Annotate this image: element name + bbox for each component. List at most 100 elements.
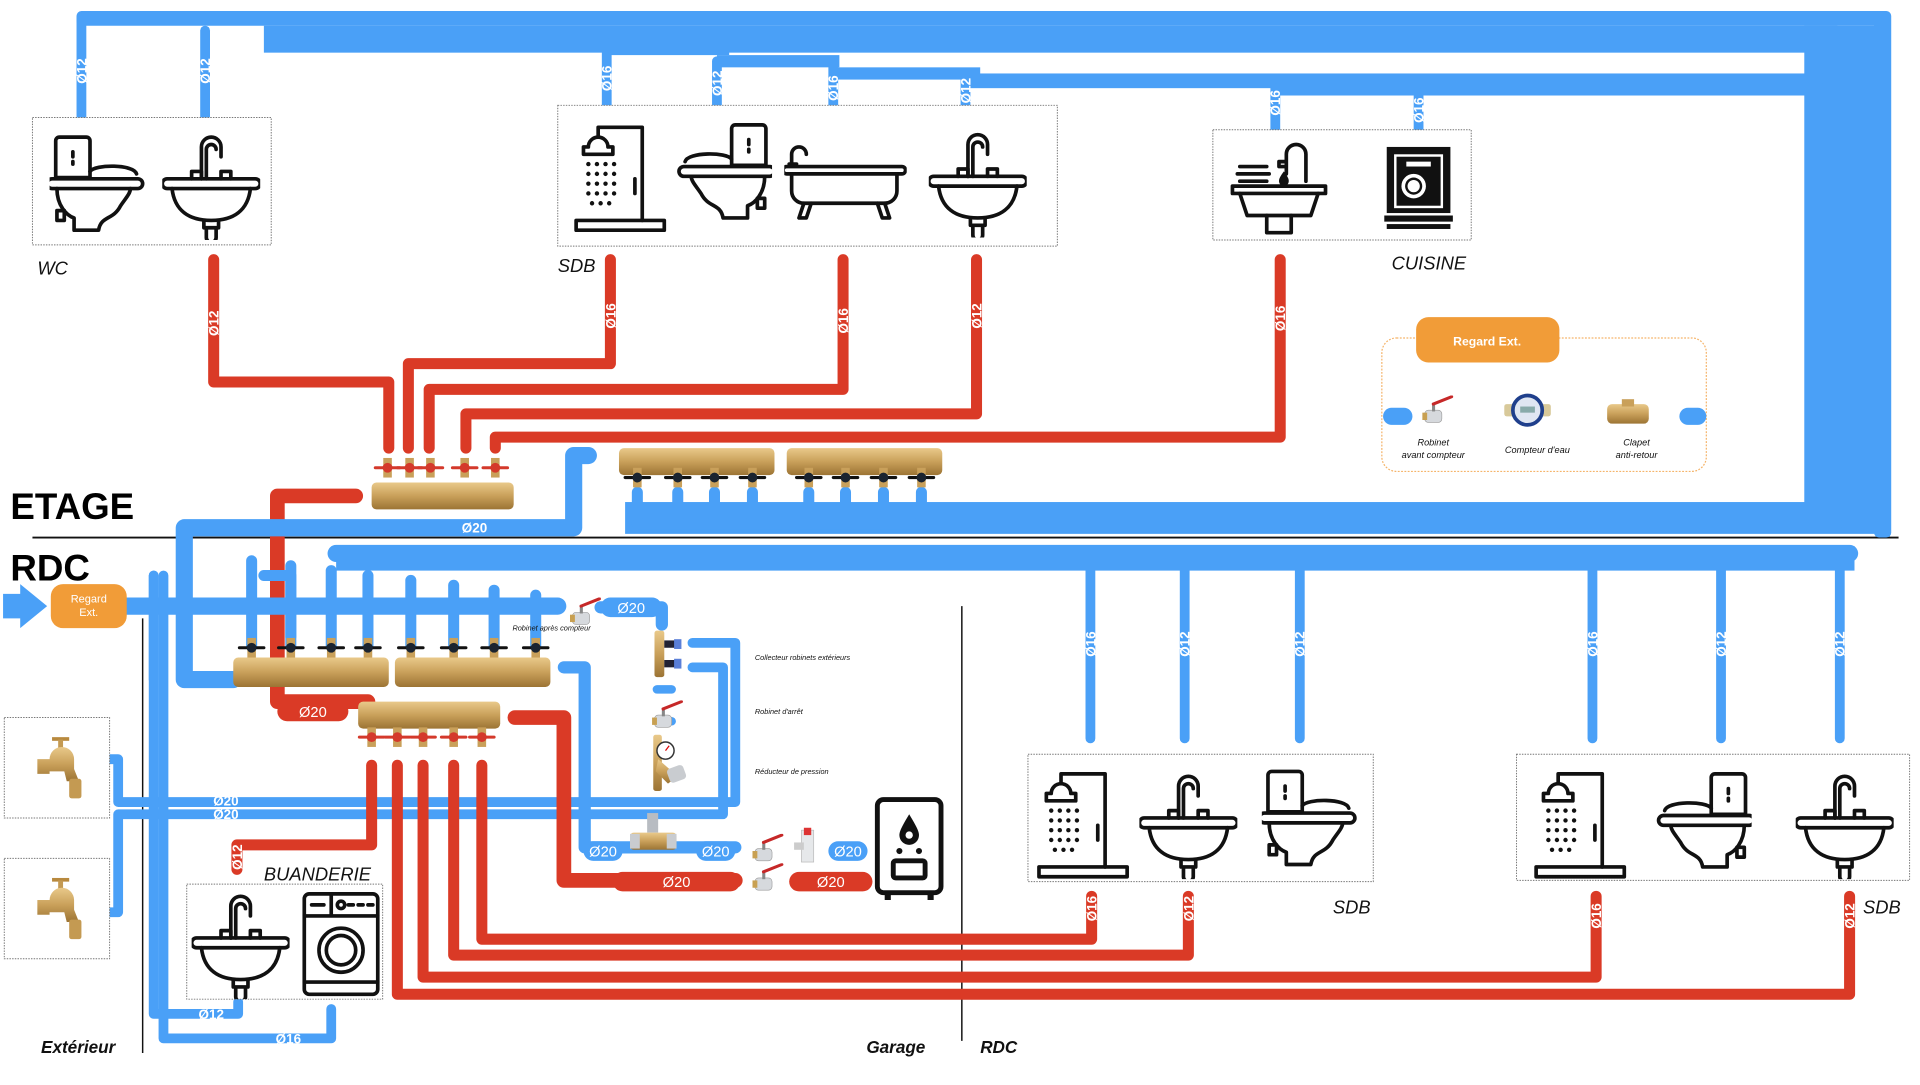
pipe-diameter-label: Ø16: [826, 75, 841, 100]
pipe-diameter-label: Ø20: [462, 521, 487, 536]
pipe-diameter-label: Ø12: [710, 71, 725, 96]
level-label-rdc: RDC: [10, 547, 90, 588]
pipe-diameter-label: Ø16: [603, 303, 618, 328]
manifold-valve-icon[interactable]: [623, 467, 652, 488]
manifold-valve-icon[interactable]: [481, 457, 510, 478]
manifold-valve-icon[interactable]: [383, 727, 412, 747]
ball-valve-icon[interactable]: [752, 864, 781, 890]
manifold-valve-icon[interactable]: [439, 727, 468, 747]
label-robinet-apres-compteur: Robinet après compteur: [512, 624, 591, 633]
hot-sdb2-shower: [417, 759, 1602, 983]
pipe-label-pill: [612, 871, 741, 892]
manifold-valve-icon[interactable]: [354, 637, 382, 658]
room-sdb-rdc-1: SDB: [1027, 753, 1374, 917]
manifold-valve-icon[interactable]: [357, 727, 386, 747]
regard-entry-box[interactable]: [50, 584, 127, 629]
cold-buanderie-washer: [158, 570, 337, 1044]
pipe-diameter-label: Ø16: [1273, 306, 1288, 331]
pipe-diameter-label: Ø20: [817, 875, 845, 891]
zone-label-rdc: RDC: [980, 1037, 1018, 1057]
manifold-valve-icon[interactable]: [468, 727, 496, 747]
manifold-valve-icon[interactable]: [700, 467, 729, 488]
room-sdb-rdc-2: SDB: [1516, 753, 1911, 917]
cold-feed-upstairs: [175, 446, 597, 689]
pipe-diameter-label: Ø16: [1085, 896, 1100, 921]
pipe-diameter-label: Ø16: [1411, 97, 1426, 122]
room-label-cuisine: CUISINE: [1392, 252, 1467, 273]
manifold-valve-icon[interactable]: [416, 457, 445, 478]
pipe-label-pill: [696, 841, 736, 861]
pipe-diameter-label: Ø16: [1268, 90, 1283, 115]
pipe-end-in: [1383, 407, 1413, 425]
room-label-wc: WC: [37, 257, 68, 278]
water-inlet-arrow-icon: [3, 584, 48, 629]
hot-line-kitchen: [489, 254, 1286, 454]
pipe-diameter-label: Ø16: [600, 66, 615, 91]
manifold-valve-icon[interactable]: [480, 637, 508, 658]
manifold-valve-icon[interactable]: [907, 467, 936, 488]
pipe-diameter-label: Ø12: [969, 303, 984, 328]
pipe-diameter-label: Ø12: [1181, 896, 1196, 921]
pipe-label-pill: [583, 841, 623, 861]
manifold-valve-icon[interactable]: [521, 637, 550, 658]
room-sdb-upper: SDB: [557, 104, 1058, 276]
hot-line-sdb-sink: [460, 254, 983, 454]
ball-valve-icon: [1422, 397, 1451, 423]
hot-buanderie-sink: [231, 759, 378, 875]
manifold-valve-icon[interactable]: [397, 637, 425, 658]
hot-sdb1-shower: [476, 759, 1098, 945]
manifold-valve-icon[interactable]: [277, 637, 305, 658]
pipe-label-pill: [789, 871, 873, 892]
manifold-valve-icon[interactable]: [439, 637, 468, 658]
pipe-label-pill: [277, 701, 349, 722]
pipe-label-pill: [828, 841, 868, 861]
manifold-valve-icon[interactable]: [795, 467, 823, 488]
cold-manifold-upstairs: [618, 448, 943, 488]
ball-valve-icon[interactable]: [752, 835, 781, 861]
ball-valve-icon[interactable]: [570, 599, 599, 625]
room-label-buanderie: BUANDERIE: [264, 863, 372, 884]
room-label-sdb-rdc-1: SDB: [1333, 896, 1371, 917]
pipe-diameter-label: Ø20: [834, 845, 862, 861]
room-label-sdb-rdc-2: SDB: [1863, 896, 1901, 917]
manifold-valve-icon[interactable]: [237, 637, 266, 658]
manifold-valve-icon[interactable]: [450, 457, 479, 478]
manifold-valve-icon[interactable]: [869, 467, 898, 488]
manifold-valve-icon[interactable]: [831, 467, 860, 488]
pipe-diameter-label: Ø20: [589, 845, 617, 861]
pipe-diameter-label: Ø16: [1083, 631, 1098, 656]
pipe-diameter-label: Ø20: [213, 794, 238, 809]
pipe-diameter-label: Ø20: [617, 601, 645, 617]
manifold-valve-icon[interactable]: [738, 467, 767, 488]
pipe-diameter-label: Ø12: [230, 844, 245, 869]
legend-label-compteur: Compteur d'eau: [1505, 445, 1570, 455]
zone-label-garage: Garage: [866, 1037, 925, 1057]
hot-line-wc-sink: [208, 254, 395, 454]
pipe-diameter-label: Ø12: [1842, 903, 1857, 928]
manifold-valve-icon[interactable]: [373, 457, 402, 478]
pipe-end-out: [1679, 407, 1707, 425]
cold-step-e: [1275, 83, 1827, 96]
manifold-valve-icon[interactable]: [409, 727, 437, 747]
pipe-diameter-label: Ø12: [199, 1007, 224, 1022]
pipes-layer: [76, 11, 1892, 1044]
cold-main-upper-top: [76, 11, 1889, 26]
pipe-diameter-label: Ø16: [836, 308, 851, 333]
pipe-diameter-label: Ø12: [1293, 631, 1308, 656]
regard-legend-frame: [1381, 337, 1707, 473]
shutoff-valve-icon[interactable]: [652, 702, 681, 728]
cold-step-b: [716, 55, 840, 68]
cold-step-a: [606, 42, 730, 56]
regard-legend-title-box: [1416, 317, 1560, 363]
manifold-valve-icon[interactable]: [663, 467, 692, 488]
pipe-diameter-label: Ø12: [198, 58, 213, 83]
pipe-diameter-label: Ø20: [213, 807, 238, 822]
label-reducteur-pression: Réducteur de pression: [755, 767, 829, 776]
manifold-valve-icon[interactable]: [317, 637, 345, 658]
exterior-tap-manifold-icon: [654, 630, 682, 678]
regard-legend-title: Regard Ext.: [1453, 334, 1521, 348]
